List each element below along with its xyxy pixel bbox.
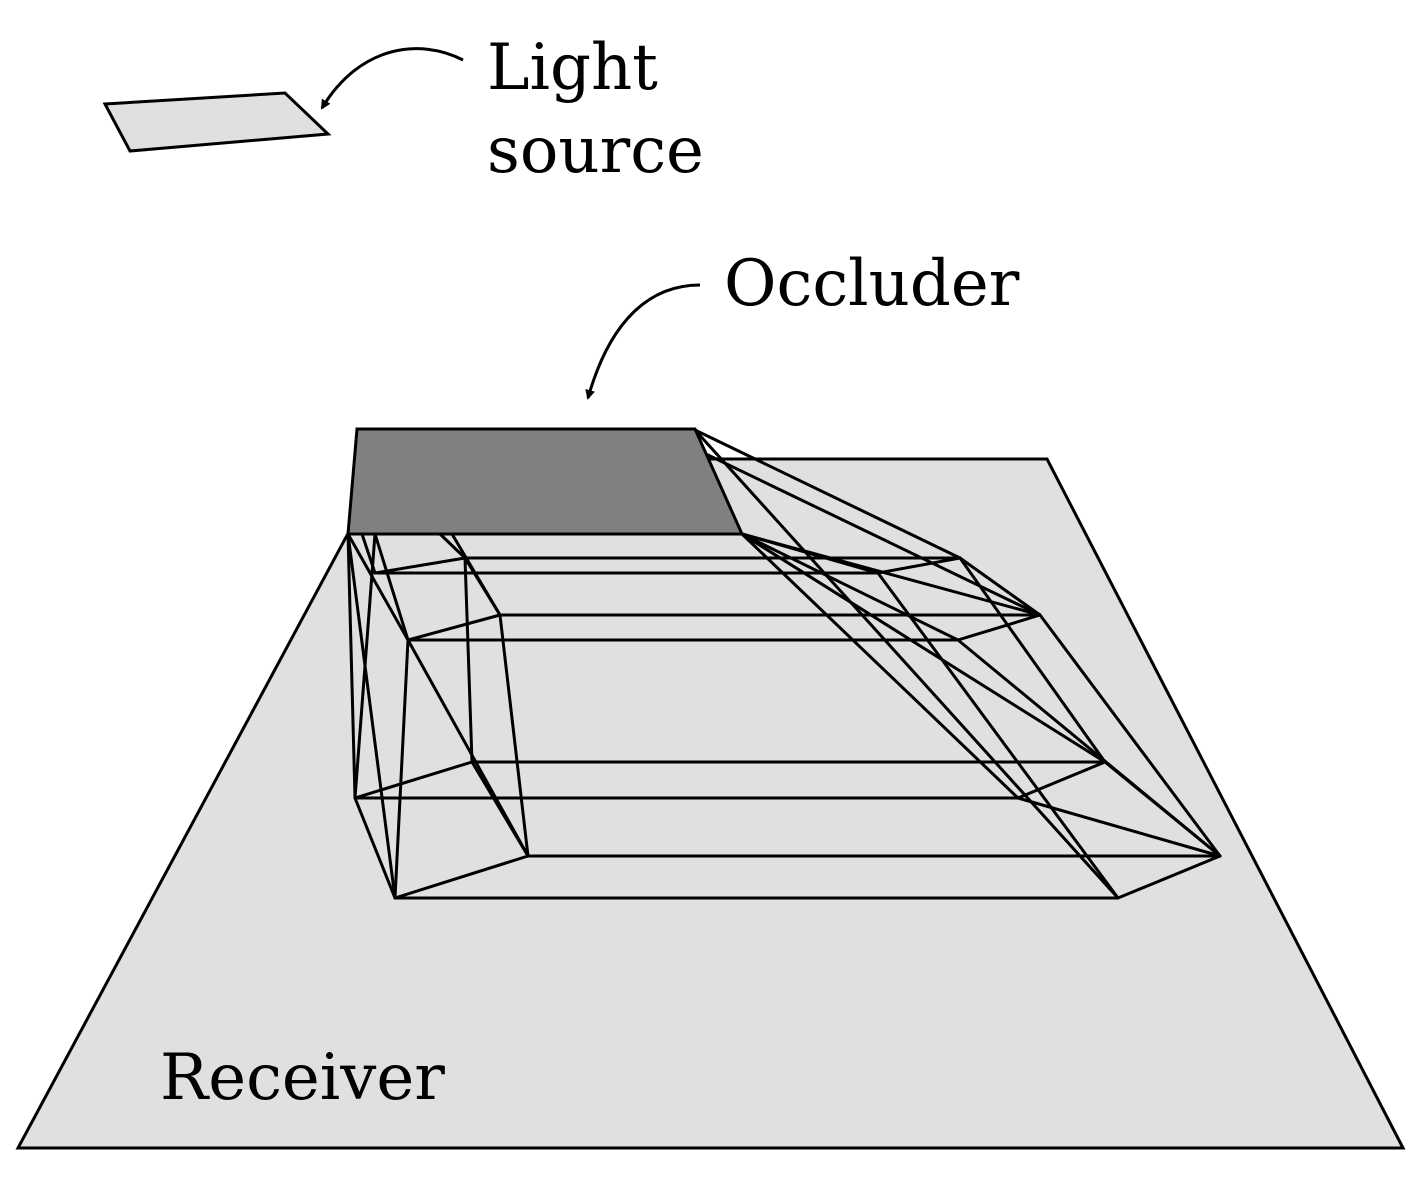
shadow-edge (1016, 760, 1107, 800)
light-source-label-line1: Light (487, 31, 658, 105)
light-source-label-line2: source (487, 114, 704, 188)
vertical-edge (463, 556, 474, 764)
diagonal-edge (693, 428, 962, 560)
vertical-edge (406, 638, 530, 858)
diagonal-edge (693, 428, 1120, 900)
diagonal-edge (740, 532, 880, 575)
receiver-plane (15, 457, 1406, 1150)
vertical-edge (450, 532, 502, 617)
vertical-edge (346, 532, 357, 800)
upper-slab-inner (373, 556, 1042, 642)
vertical-edge (373, 532, 410, 642)
vertical-edge (360, 532, 377, 575)
slab-edge (438, 532, 467, 560)
occluder-label: Occluder (724, 247, 1020, 321)
diagonal-edge (740, 532, 1107, 764)
diagonal-edge (956, 638, 1222, 858)
diagonal-edge (876, 571, 1120, 900)
vertical-edge (346, 532, 397, 900)
vertical-edge (498, 613, 530, 858)
receiver-label: Receiver (160, 1041, 445, 1115)
diagonal-edge (1038, 613, 1222, 858)
occluder-arrow (585, 283, 701, 400)
diagonal-edge (740, 532, 960, 642)
light-source-arrow (320, 47, 464, 110)
slab-edge (876, 556, 962, 575)
diagonal-edge (958, 556, 1107, 764)
diagonal-edge (706, 453, 1042, 617)
diagonal-edge (740, 532, 1020, 800)
shadow-outline-outer (353, 796, 1222, 900)
occluder-quad (346, 427, 745, 536)
light-source-quad (102, 91, 332, 153)
shadow-volume-wireframe (346, 428, 1222, 900)
vertical-edge (393, 638, 410, 900)
